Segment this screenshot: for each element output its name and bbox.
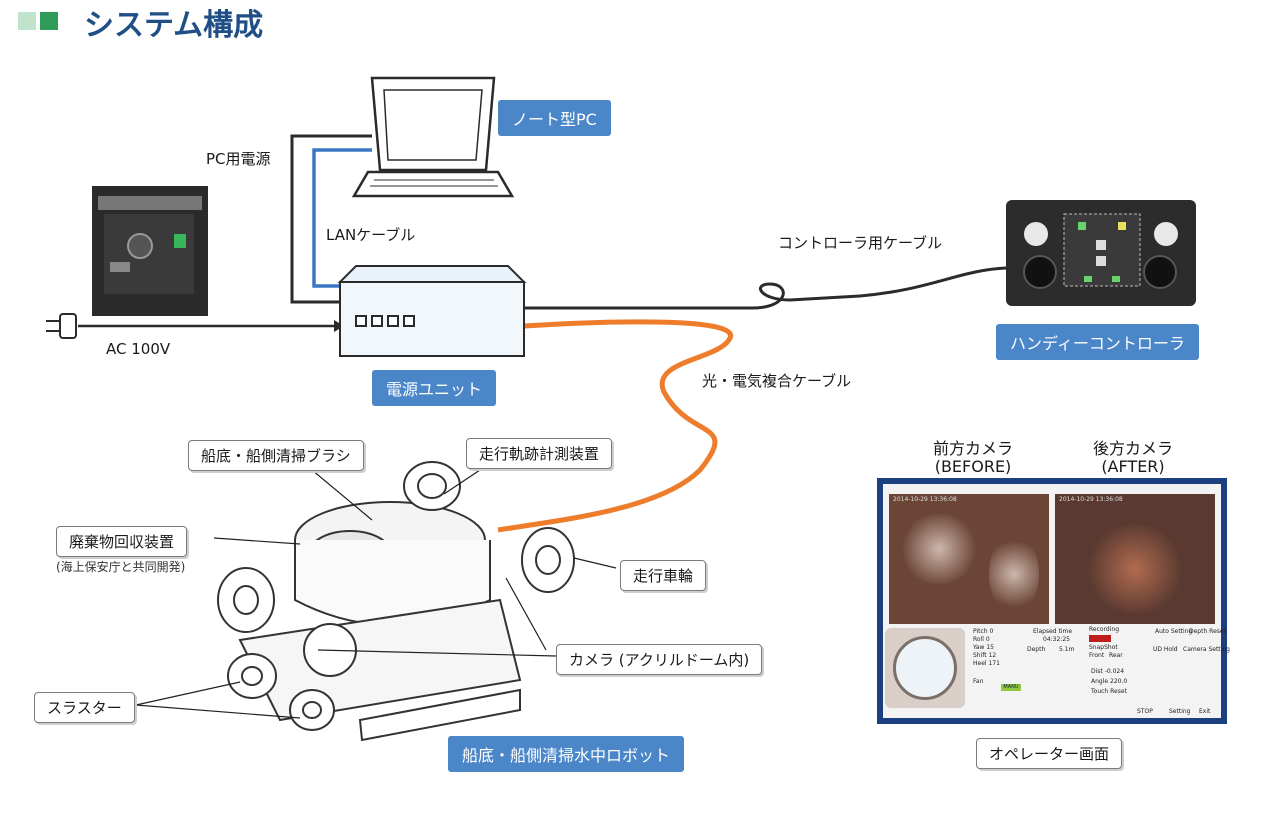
angle-label: Angle <box>1091 678 1109 685</box>
label-robot: 船底・船側清掃水中ロボット <box>448 736 685 772</box>
recording-label: Recording <box>1089 626 1120 633</box>
label-laptop: ノート型PC <box>498 100 611 136</box>
snapshot-label[interactable]: SnapShot <box>1089 644 1118 651</box>
yaw-value: 15 <box>986 644 994 651</box>
operator-screen: 2014-10-29 13:36:08 2014-10-29 13:36:08 … <box>877 478 1230 724</box>
label-power-unit: 電源ユニット <box>372 370 497 406</box>
touch-reset-button[interactable]: Reset <box>1110 688 1127 695</box>
setting-button[interactable]: Setting <box>1169 708 1191 715</box>
optical-electric-cable <box>497 319 733 533</box>
shift-value: 12 <box>988 652 997 659</box>
rear-camera-title: 後方カメラ (AFTER) <box>1078 440 1188 476</box>
label-lan-cable: LANケーブル <box>326 226 416 244</box>
page-title: システム構成 <box>84 8 264 43</box>
exit-button[interactable]: Exit <box>1199 708 1211 715</box>
controller-cable <box>524 266 1007 310</box>
rear-camera-label: 後方カメラ <box>1092 439 1173 458</box>
callout-thruster: スラスター <box>34 692 135 723</box>
power-unit-icon <box>337 265 527 357</box>
snapshot-rear[interactable]: Rear <box>1109 652 1123 659</box>
title-bullet-dark <box>40 12 58 30</box>
recording-indicator[interactable] <box>1089 635 1111 642</box>
handy-controller-photo <box>1006 200 1196 306</box>
stop-button[interactable]: STOP <box>1137 708 1153 715</box>
dist-value: -0.024 <box>1104 668 1125 675</box>
attitude-gauge <box>885 628 965 708</box>
lan-cable <box>312 148 372 288</box>
dist-label: Dist <box>1091 668 1103 675</box>
label-pc-power: PC用電源 <box>206 150 271 168</box>
rear-camera-timestamp: 2014-10-29 13:36:08 <box>1059 496 1123 503</box>
pc-power-cable <box>290 134 372 304</box>
generator-photo <box>92 186 208 316</box>
callout-brush: 船底・船側清掃ブラシ <box>188 440 364 471</box>
shift-label: Shift <box>973 652 987 659</box>
roll-label: Roll <box>973 636 984 643</box>
front-camera-label: 前方カメラ <box>932 439 1013 458</box>
label-operator-screen: オペレーター画面 <box>976 738 1123 769</box>
depth-reset-button[interactable]: Depth Reset <box>1189 628 1226 635</box>
robot-illustration <box>217 461 575 742</box>
label-ac: AC 100V <box>106 340 171 358</box>
heel-value: 171 <box>988 660 1000 667</box>
operator-screen-content: 2014-10-29 13:36:08 2014-10-29 13:36:08 … <box>883 484 1230 718</box>
manu-button[interactable]: MANU <box>1001 684 1021 691</box>
auto-setting-button[interactable]: Auto Setting <box>1155 628 1193 635</box>
depth-value: 5.1m <box>1059 646 1075 653</box>
roll-value: 0 <box>985 636 990 643</box>
front-camera-title: 前方カメラ (BEFORE) <box>918 440 1028 476</box>
pitch-label: Pitch <box>973 628 988 635</box>
front-camera-sub: (BEFORE) <box>934 457 1012 476</box>
front-camera-timestamp: 2014-10-29 13:36:08 <box>893 496 957 503</box>
power-plug-icon <box>46 313 77 339</box>
angle-value: 220.0 <box>1110 678 1128 685</box>
fan-label: Fan <box>973 678 984 685</box>
depth-label: Depth <box>1027 646 1046 653</box>
pitch-value: 0 <box>989 628 994 635</box>
label-handy-controller: ハンディーコントローラ <box>996 324 1199 360</box>
title-bullet-light <box>18 12 36 30</box>
elapsed-label: Elapsed time <box>1033 628 1073 635</box>
label-optical-cable: 光・電気複合ケーブル <box>702 372 852 390</box>
laptop-icon <box>351 76 515 198</box>
snapshot-front[interactable]: Front <box>1089 652 1105 659</box>
elapsed-value: 04:32:25 <box>1043 636 1070 643</box>
label-controller-cable: コントローラ用ケーブル <box>778 234 943 252</box>
callout-waste: 廃棄物回収装置 <box>56 526 188 557</box>
camera-setting-button[interactable]: Camera Setting <box>1183 646 1230 653</box>
ud-hold-button[interactable]: UD Hold <box>1153 646 1178 653</box>
callout-camera: カメラ (アクリルドーム内) <box>556 644 763 675</box>
callout-trajectory: 走行軌跡計測装置 <box>466 438 613 469</box>
yaw-label: Yaw <box>973 644 985 651</box>
rear-camera-sub: (AFTER) <box>1101 457 1165 476</box>
callout-waste-note: (海上保安庁と共同開発) <box>56 560 186 574</box>
rear-camera-view: 2014-10-29 13:36:08 <box>1055 494 1215 624</box>
touch-label: Touch <box>1091 688 1109 695</box>
callout-wheel: 走行車輪 <box>620 560 707 591</box>
front-camera-view: 2014-10-29 13:36:08 <box>889 494 1049 624</box>
heel-label: Heel <box>973 660 987 667</box>
